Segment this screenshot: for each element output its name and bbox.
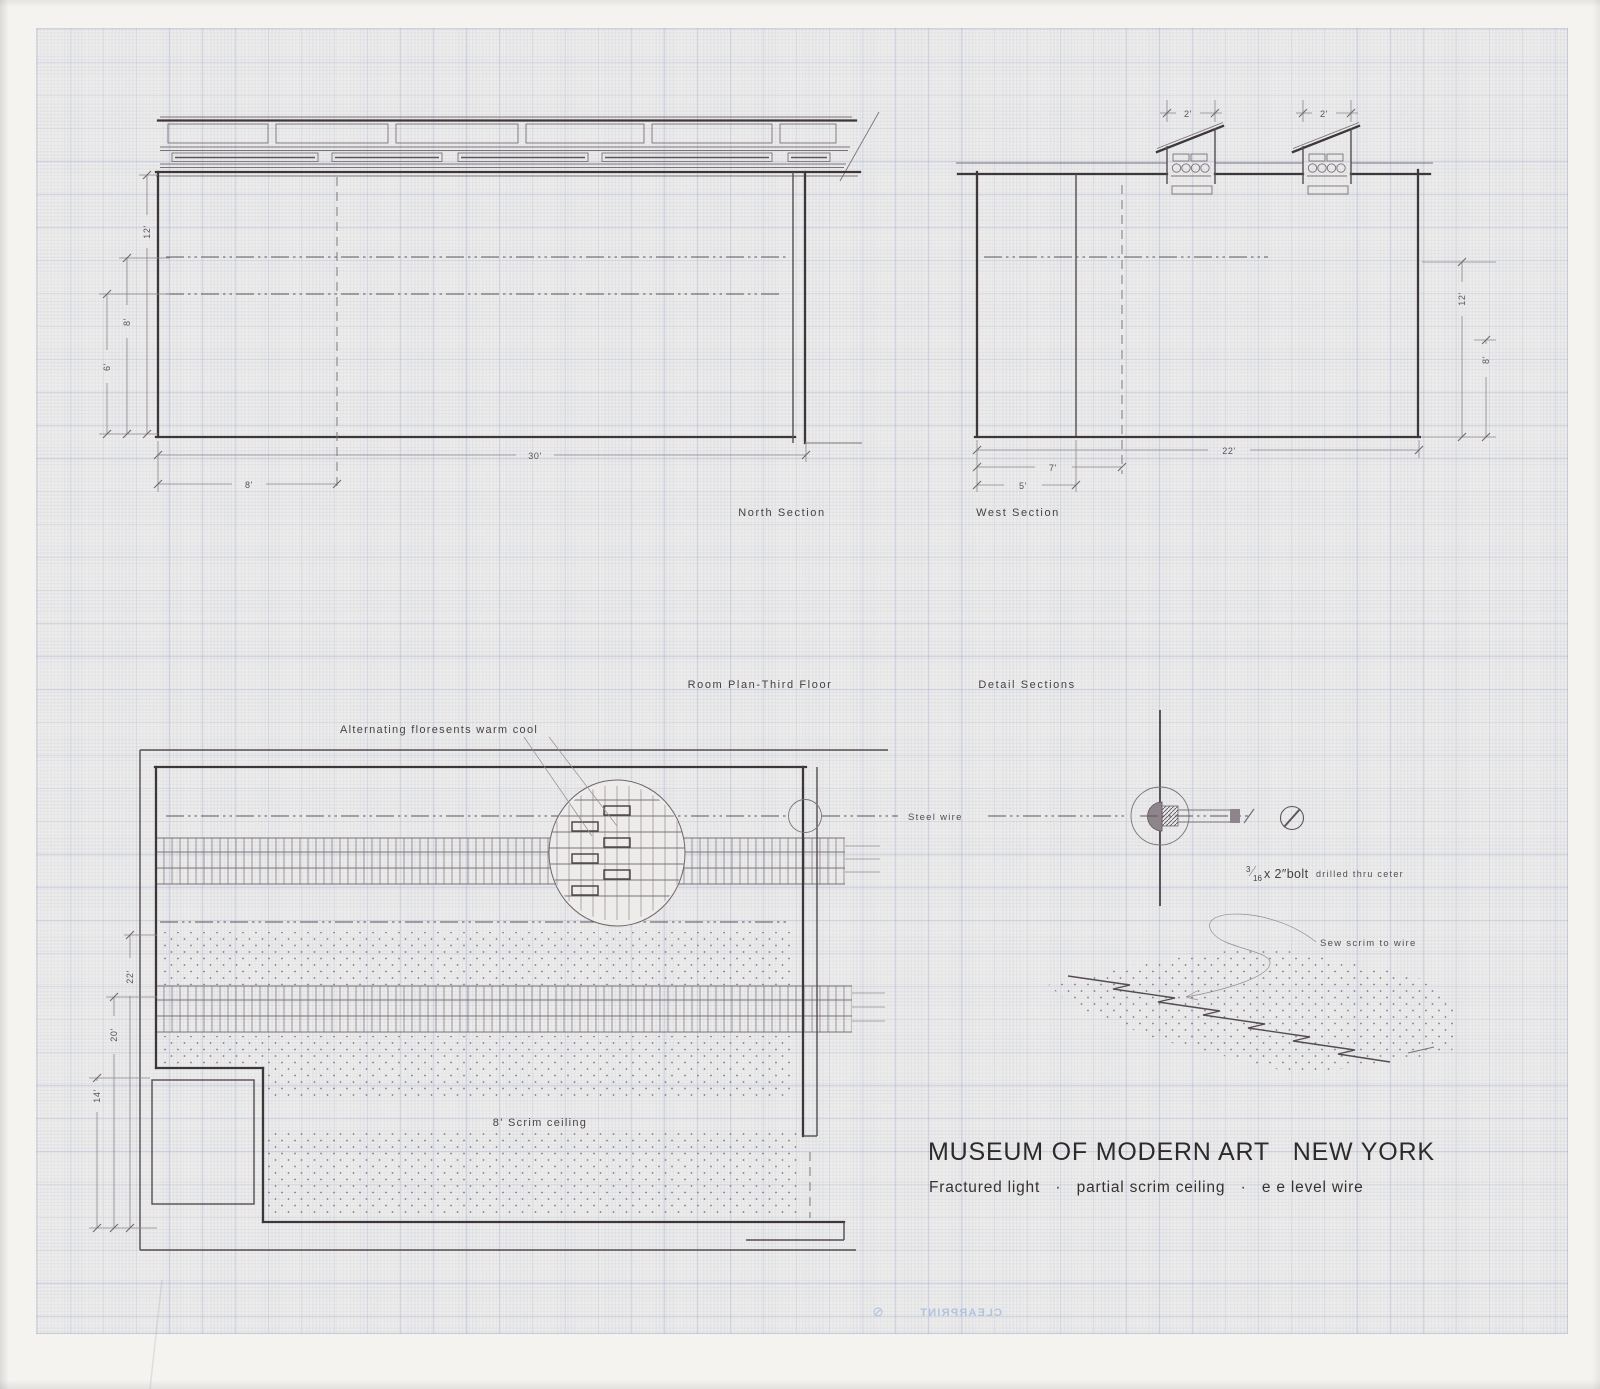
bolt-nut <box>1230 809 1240 823</box>
sew-scrim-detail: Sew scrim to wire <box>1048 913 1458 1075</box>
dim-monitor-a: 2' <box>1184 109 1192 119</box>
dim-west-width: 22' <box>1222 446 1236 456</box>
dim-plan-inner: 22' <box>125 970 135 984</box>
dim-west-bay-b: 5' <box>1019 481 1027 491</box>
detail-sections-view: Steel wire 3 16 <box>822 710 1458 1075</box>
room-plan-label: Room Plan-Third Floor <box>688 679 833 691</box>
dim-north-lower-wire: 6' <box>102 363 112 371</box>
dim-north-bay: 8' <box>245 480 253 490</box>
fluorescents-note: Alternating floresents warm cool <box>340 724 538 736</box>
leader-line <box>523 736 593 837</box>
scan-edge-top <box>0 0 1600 7</box>
sheet-subtitle: Fractured light · partial scrim ceiling … <box>929 1179 1364 1196</box>
scrim-sheet-stipple <box>1048 946 1458 1075</box>
west-room-walls <box>956 162 1433 439</box>
scan-edge-left <box>0 0 9 1389</box>
graph-paper <box>36 28 1568 1334</box>
west-roof-monitor-1 <box>1155 122 1225 195</box>
scan-edge-bottom <box>0 1380 1600 1389</box>
scan-edge-right <box>1592 0 1600 1389</box>
scrim-note: 8' Scrim ceiling <box>493 1117 587 1129</box>
fluorescent-band-1 <box>157 837 880 885</box>
paper-watermark: CLEARPRINT <box>919 1307 1002 1319</box>
dim-monitor-b: 2' <box>1320 109 1328 119</box>
magnifier-detail <box>548 779 686 927</box>
dim-west-bay-a: 7' <box>1049 463 1057 473</box>
svg-text:CLEARPRINT: CLEARPRINT <box>919 1307 1002 1319</box>
bolt-note: drilled thru ceter <box>1316 869 1404 879</box>
fluorescent-band-2 <box>157 985 885 1033</box>
steel-wire-note: Steel wire <box>908 812 963 823</box>
screw-front-view <box>1279 805 1305 831</box>
west-roof-monitor-2 <box>1291 122 1361 195</box>
west-section-label: West Section <box>976 507 1060 519</box>
dim-west-height: 12' <box>1457 292 1467 306</box>
plan-dimensions: 22' 20' 14' <box>89 930 157 1233</box>
leader-line <box>548 736 618 827</box>
dim-north-width: 30' <box>528 451 542 461</box>
plan-outer-boundary <box>139 749 888 1251</box>
north-dimensions: 12' 8' 6' 30' 8' <box>99 170 811 492</box>
dim-north-height: 12' <box>142 225 152 239</box>
north-roof-clerestory <box>156 111 880 182</box>
north-section-label: North Section <box>738 507 825 519</box>
west-section-view: 2' 2' 12' 8' <box>956 100 1496 519</box>
bolt-head <box>1147 801 1163 832</box>
paper-crease <box>149 1279 163 1389</box>
dim-plan-middle: 20' <box>109 1028 119 1042</box>
dim-plan-outer: 14' <box>92 1089 102 1103</box>
dim-north-upper-wire: 8' <box>122 318 132 326</box>
fluorescent-lamps-end-view <box>1171 163 1210 173</box>
warm-cool-tube-symbols <box>571 805 631 896</box>
watermark-symbol <box>873 1307 883 1317</box>
dim-west-wire: 8' <box>1481 356 1491 364</box>
plan-room-walls <box>151 765 846 1241</box>
north-wire-lines <box>166 177 786 490</box>
plan-closet <box>151 1079 255 1205</box>
bolt-detail <box>1130 710 1255 906</box>
detail-sections-label: Detail Sections <box>978 679 1075 691</box>
room-plan-view: Alternating floresents warm cool 8' Scri… <box>89 724 888 1251</box>
west-dimensions: 2' 2' 12' 8' <box>972 100 1496 492</box>
north-room-walls <box>154 170 862 445</box>
scrim-stipple-areas <box>160 932 798 1213</box>
roof-cut-line <box>839 111 880 182</box>
west-wire-lines <box>984 185 1268 474</box>
stitch-zigzag <box>1067 975 1391 1063</box>
fluorescent-lamps-end-view <box>1307 163 1346 173</box>
sew-note: Sew scrim to wire <box>1320 938 1417 949</box>
north-section-view: 12' 8' 6' 30' 8' North Section <box>99 111 880 519</box>
sheet-title: MUSEUM OF MODERN ART NEW YORK <box>928 1138 1435 1166</box>
wire-wall-detail-circle <box>788 799 822 833</box>
bolt-callout: 3 16 x 2″bolt <box>1246 859 1309 885</box>
